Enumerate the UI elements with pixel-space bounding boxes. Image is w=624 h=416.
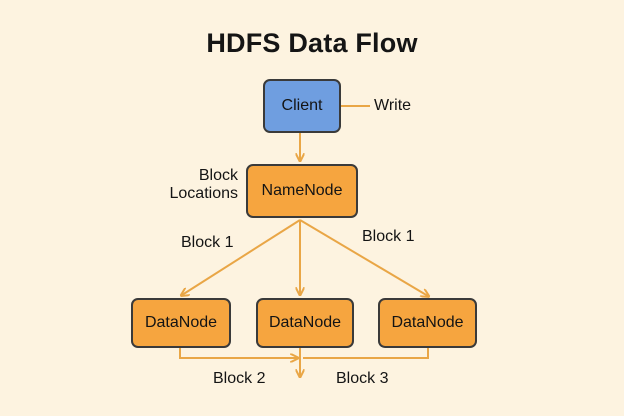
- edge-namenode-datanode-left: [182, 219, 301, 295]
- block1-right-label: Block 1: [362, 228, 415, 245]
- block-locations-label: Block Locations: [170, 167, 239, 203]
- client-node: Client: [263, 79, 341, 133]
- block-locations-line2: Locations: [169, 185, 239, 202]
- datanode-right-label: DataNode: [391, 314, 464, 331]
- client-node-label: Client: [281, 97, 323, 114]
- edge-namenode-datanode-right: [299, 219, 428, 296]
- datanode-left-node: DataNode: [131, 298, 231, 348]
- datanode-left-label: DataNode: [144, 314, 218, 331]
- namenode-node-label: NameNode: [261, 182, 343, 199]
- edge-datanode-left-bottom: [179, 348, 297, 358]
- block2-label: Block 2: [213, 370, 266, 387]
- write-label: Write: [374, 97, 412, 114]
- datanode-center-node: DataNode: [256, 298, 354, 348]
- block3-label: Block 3: [336, 370, 389, 387]
- block1-left-label: Block 1: [181, 234, 234, 251]
- datanode-right-node: DataNode: [378, 298, 477, 348]
- diagram-title: HDFS Data Flow: [206, 28, 418, 58]
- datanode-center-label: DataNode: [268, 314, 342, 331]
- block-locations-line1: Block: [198, 167, 238, 184]
- edge-datanode-right-bottom: [303, 348, 429, 359]
- namenode-node: NameNode: [246, 164, 358, 218]
